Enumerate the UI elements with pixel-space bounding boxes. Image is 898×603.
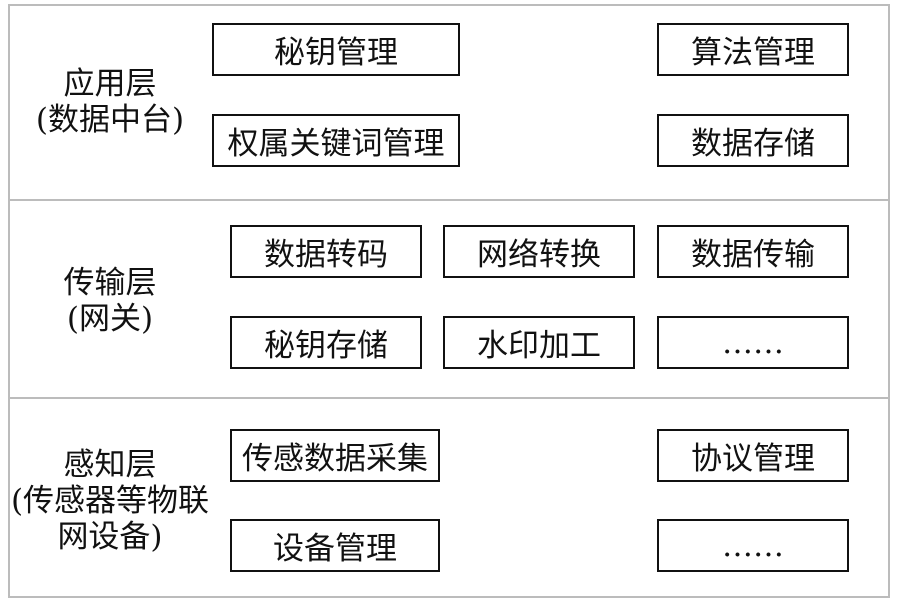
module-key-management: 秘钥管理 <box>212 23 460 76</box>
diagram-frame <box>8 4 890 598</box>
module-protocol-management: 协议管理 <box>657 429 849 482</box>
module-data-storage: 数据存储 <box>657 114 849 167</box>
perception-layer-title: 感知层 <box>63 447 157 483</box>
module-ownership-keyword-management: 权属关键词管理 <box>212 114 460 167</box>
perception-layer-subtitle-line2: 网设备) <box>57 519 163 555</box>
transport-layer-title: 传输层 <box>63 265 157 301</box>
module-algorithm-management: 算法管理 <box>657 23 849 76</box>
perception-layer-subtitle-line1: (传感器等物联 <box>10 483 210 519</box>
transport-layer-label: 传输层 (网关) <box>10 265 210 337</box>
transport-layer-subtitle: (网关) <box>66 301 154 337</box>
module-device-management: 设备管理 <box>230 519 440 572</box>
application-layer-subtitle: (数据中台) <box>35 102 185 138</box>
module-sensor-data-collection: 传感数据采集 <box>230 429 440 482</box>
module-network-conversion: 网络转换 <box>443 225 635 278</box>
module-data-transmission: 数据传输 <box>657 225 849 278</box>
application-layer-label: 应用层 (数据中台) <box>10 66 210 138</box>
module-key-storage: 秘钥存储 <box>230 316 422 369</box>
module-data-transcoding: 数据转码 <box>230 225 422 278</box>
application-layer-title: 应用层 <box>63 66 157 102</box>
module-perception-ellipsis: …… <box>657 519 849 572</box>
layer-divider-2 <box>8 397 890 399</box>
perception-layer-label: 感知层 (传感器等物联 网设备) <box>10 447 210 555</box>
layer-divider-1 <box>8 199 890 201</box>
module-transport-ellipsis: …… <box>657 316 849 369</box>
module-watermark-processing: 水印加工 <box>443 316 635 369</box>
